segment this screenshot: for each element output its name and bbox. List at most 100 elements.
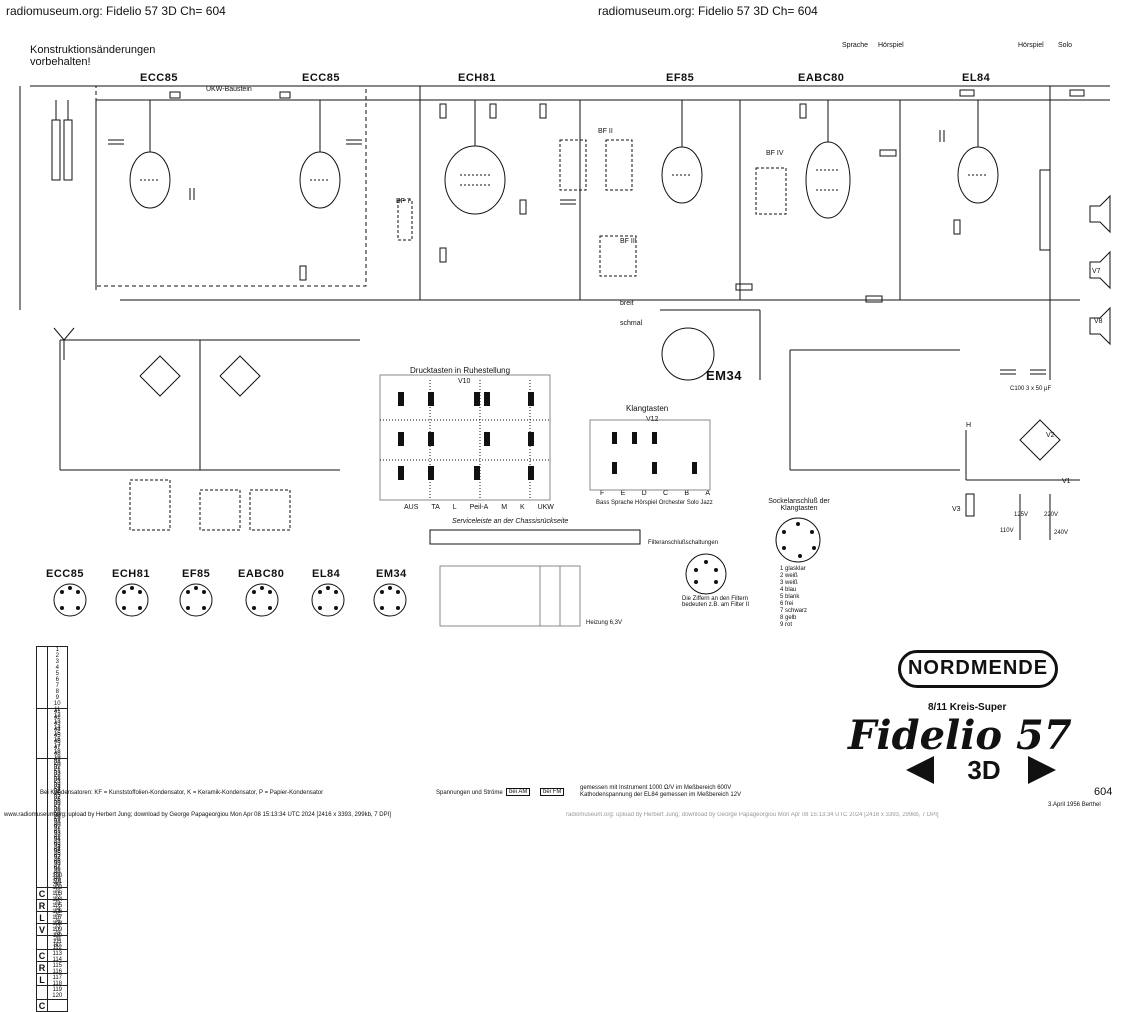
drucktasten-keys: AUS TA L Peil-A M K UKW (404, 504, 554, 511)
color-list: 1 glasklar 2 weiß 3 weiß 4 blau 5 blank … (780, 566, 807, 629)
label-bf7: BF 7 (396, 198, 411, 205)
label-bf4: BF IV (766, 150, 784, 157)
nordmende-logo: NORDMENDE (898, 650, 1058, 688)
color-item: 2 weiß (780, 573, 798, 579)
klang-c: C (662, 490, 669, 497)
label-v8: V8 (1094, 318, 1103, 325)
label-service: Serviceleiste an der Chassisrückseite (452, 518, 569, 525)
table-number: 6 (55, 677, 59, 683)
label-h: H (966, 422, 972, 429)
klang-a: A (705, 490, 710, 497)
key-peil: Peil-A (469, 504, 489, 511)
klang-b: B (684, 490, 689, 497)
tube-label-ecc85-1: ECC85 (140, 72, 178, 84)
klang-bottom-labels: Bass Sprache Hörspiel Orchester Solo Jaz… (596, 500, 713, 506)
label-sockelanschluss: Sockelanschluß der Klangtasten (768, 498, 830, 512)
key-k: K (519, 504, 525, 511)
table-number: 89 (53, 807, 61, 813)
table-number: 3 (55, 659, 59, 665)
label-125v: 125V (1014, 512, 1029, 518)
label-v7: V7 (1092, 268, 1101, 275)
footer-upload-left: www.radiomuseum.org: upload by Herbert J… (4, 812, 391, 818)
klang-letters: F E D C B A (600, 490, 710, 497)
table-legend: Bei Kondensatoren: KF = Kunststoffolien-… (40, 790, 324, 796)
color-item: 3 weiß (780, 580, 798, 586)
component-table-3: 8182838485868788899091929394959697989910… (36, 758, 68, 1012)
klang-d: D (641, 490, 647, 497)
date-note: 3.April 1956 Berthel (1048, 802, 1101, 808)
label-heizung: Heizung 6,3V (586, 620, 623, 626)
footer-upload-right: radiomuseum.org: upload by Herbert Jung;… (566, 812, 939, 818)
table-number: 82 (53, 765, 61, 771)
spannungen-label: Spannungen und Ströme (436, 790, 503, 796)
table-number: 10 (53, 701, 61, 707)
table-number: 7 (55, 683, 59, 689)
tube-label-em34: EM34 (706, 368, 742, 383)
model-name: Fidelio 57 (848, 712, 1072, 759)
label-filter-schaltungen: Filteranschlußschaltungen (648, 540, 719, 546)
page-number: 604 (1094, 786, 1113, 798)
bei-am-label: bei AM (506, 788, 531, 796)
label-bf3: BF III (620, 238, 637, 245)
table-number: 46 (53, 739, 61, 745)
table-number: 86 (53, 789, 61, 795)
tube-label-ef85: EF85 (666, 72, 695, 84)
label-horspiel-2: Hörspiel (1018, 42, 1044, 49)
label-v3: V3 (952, 506, 961, 513)
measure-note: gemessen mit Instrument 1000 Ω/V im Meßb… (580, 785, 742, 798)
label-filter-note: Die Ziffern an den Filtern bedeuten z.B.… (682, 596, 750, 608)
table-number: 4 (55, 665, 59, 671)
bei-fm-label: bei FM (540, 788, 565, 796)
brand-subtitle: 8/11 Kreis-Super (928, 702, 1007, 713)
key-l: L (452, 504, 457, 511)
table-number: 120 (52, 993, 63, 999)
table-number: 2 (55, 653, 59, 659)
tube-label-ech81: ECH81 (458, 72, 496, 84)
table-number: 41 (53, 709, 61, 715)
table-number: 81 (53, 759, 61, 765)
table-number: 83 (53, 771, 61, 777)
table-number: 88 (53, 801, 61, 807)
label-240v: 240V (1054, 530, 1069, 536)
socket-label-el84: EL84 (312, 568, 341, 580)
socket-label-ecc85: ECC85 (46, 568, 84, 580)
klang-e: E (620, 490, 626, 497)
label-sprache: Sprache (842, 42, 869, 49)
color-item: 4 blau (780, 587, 797, 593)
table-number: 42 (53, 715, 61, 721)
socket-label-eabc80: EABC80 (238, 568, 285, 580)
table-number: 1 (55, 647, 59, 653)
label-220v: 220V (1044, 512, 1059, 518)
label-v10: V10 (458, 378, 471, 385)
tube-label-eabc80: EABC80 (798, 72, 845, 84)
table-number: 9 (55, 695, 59, 701)
label-bf2: BF II (598, 128, 613, 135)
key-ukw: UKW (537, 504, 554, 511)
table-number: 43 (53, 721, 61, 727)
label-klangtasten: Klangtasten (626, 404, 669, 413)
socket-label-em34: EM34 (376, 568, 407, 580)
table-number: 45 (53, 733, 61, 739)
label-110v: 110V (1000, 528, 1014, 534)
header-title-right: radiomuseum.org: Fidelio 57 3D Ch= 604 (598, 4, 818, 18)
table-number: 48 (53, 751, 61, 757)
label-solo: Solo (1058, 42, 1073, 49)
label-drucktasten: Drucktasten in Ruhestellung (410, 366, 511, 375)
key-ta: TA (431, 504, 440, 511)
header-title-left: radiomuseum.org: Fidelio 57 3D Ch= 604 (6, 4, 226, 18)
ukw-box-label: UKW-Baustein (206, 86, 252, 93)
label-horspiel: Hörspiel (878, 42, 904, 49)
color-item: 7 schwarz (780, 608, 808, 614)
table-number: 84 (53, 777, 61, 783)
key-aus: AUS (404, 504, 419, 511)
table-number: 91 (53, 819, 61, 825)
table-number: 8 (55, 689, 59, 695)
label-breit: breit (620, 300, 634, 307)
table-number: 5 (55, 671, 59, 677)
table-number: 44 (53, 727, 61, 733)
badge-3d: 3D (967, 755, 1001, 785)
table-number: 85 (53, 783, 61, 789)
socket-label-ef85: EF85 (182, 568, 211, 580)
table-number: 87 (53, 795, 61, 801)
socket-label-ech81: ECH81 (112, 568, 150, 580)
